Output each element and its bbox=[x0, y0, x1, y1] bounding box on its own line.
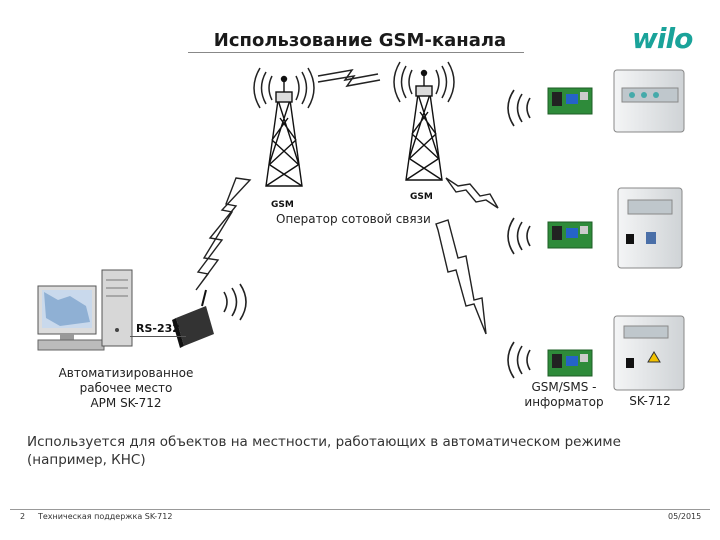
title-underline bbox=[188, 52, 524, 53]
footer-divider bbox=[10, 509, 710, 510]
gsm-board-site-2 bbox=[547, 221, 593, 249]
tower-2-label: GSM bbox=[410, 192, 433, 202]
rs232-label: RS-232 bbox=[136, 322, 180, 335]
wilo-logo: wilo bbox=[632, 22, 693, 55]
controller-label: SK-712 bbox=[629, 394, 671, 408]
informer-label: GSM/SMS - информатор bbox=[514, 380, 614, 410]
signal-waves-site-2 bbox=[507, 217, 531, 255]
lightning-tower-to-site-2 bbox=[445, 177, 499, 209]
informer-label-line-2: информатор bbox=[524, 395, 604, 409]
wireless-link bbox=[317, 68, 381, 88]
footer-text: Техническая поддержка SK-712 bbox=[38, 512, 173, 521]
signal-waves-site-1 bbox=[507, 89, 531, 127]
page-number: 2 bbox=[20, 512, 26, 521]
lightning-tower-to-modem bbox=[195, 177, 252, 291]
pump-cabinet-site-3 bbox=[613, 315, 685, 391]
signal-waves-tower-2 bbox=[393, 61, 455, 103]
signal-waves-tower-1 bbox=[253, 67, 315, 109]
workstation-label-line-3: АРМ SK-712 bbox=[90, 396, 162, 410]
workstation-label: Автоматизированное рабочее место АРМ SK-… bbox=[44, 366, 208, 411]
pump-cabinet-site-1 bbox=[613, 69, 685, 133]
gsm-modem bbox=[172, 289, 214, 348]
signal-waves-modem bbox=[223, 283, 247, 321]
footer-date: 05/2015 bbox=[668, 512, 702, 521]
gsm-tower-1 bbox=[265, 75, 303, 187]
workstation-label-line-2: рабочее место bbox=[79, 381, 173, 395]
tower-1-label: GSM bbox=[271, 200, 294, 210]
usage-note: Используется для объектов на местности, … bbox=[27, 434, 621, 468]
workstation-computer bbox=[37, 269, 133, 351]
rs232-underline bbox=[130, 336, 186, 337]
gsm-tower-2 bbox=[405, 69, 443, 181]
page-title: Использование GSM-канала bbox=[213, 30, 507, 51]
gsm-board-site-3 bbox=[547, 349, 593, 377]
pump-cabinet-site-2 bbox=[617, 187, 683, 269]
workstation-label-line-1: Автоматизированное bbox=[58, 366, 194, 380]
lightning-tower-to-site-3 bbox=[435, 219, 487, 335]
gsm-board-site-1 bbox=[547, 87, 593, 115]
signal-waves-site-3 bbox=[507, 341, 531, 379]
informer-label-line-1: GSM/SMS - bbox=[531, 380, 597, 394]
operator-label: Оператор сотовой связи bbox=[276, 212, 431, 226]
